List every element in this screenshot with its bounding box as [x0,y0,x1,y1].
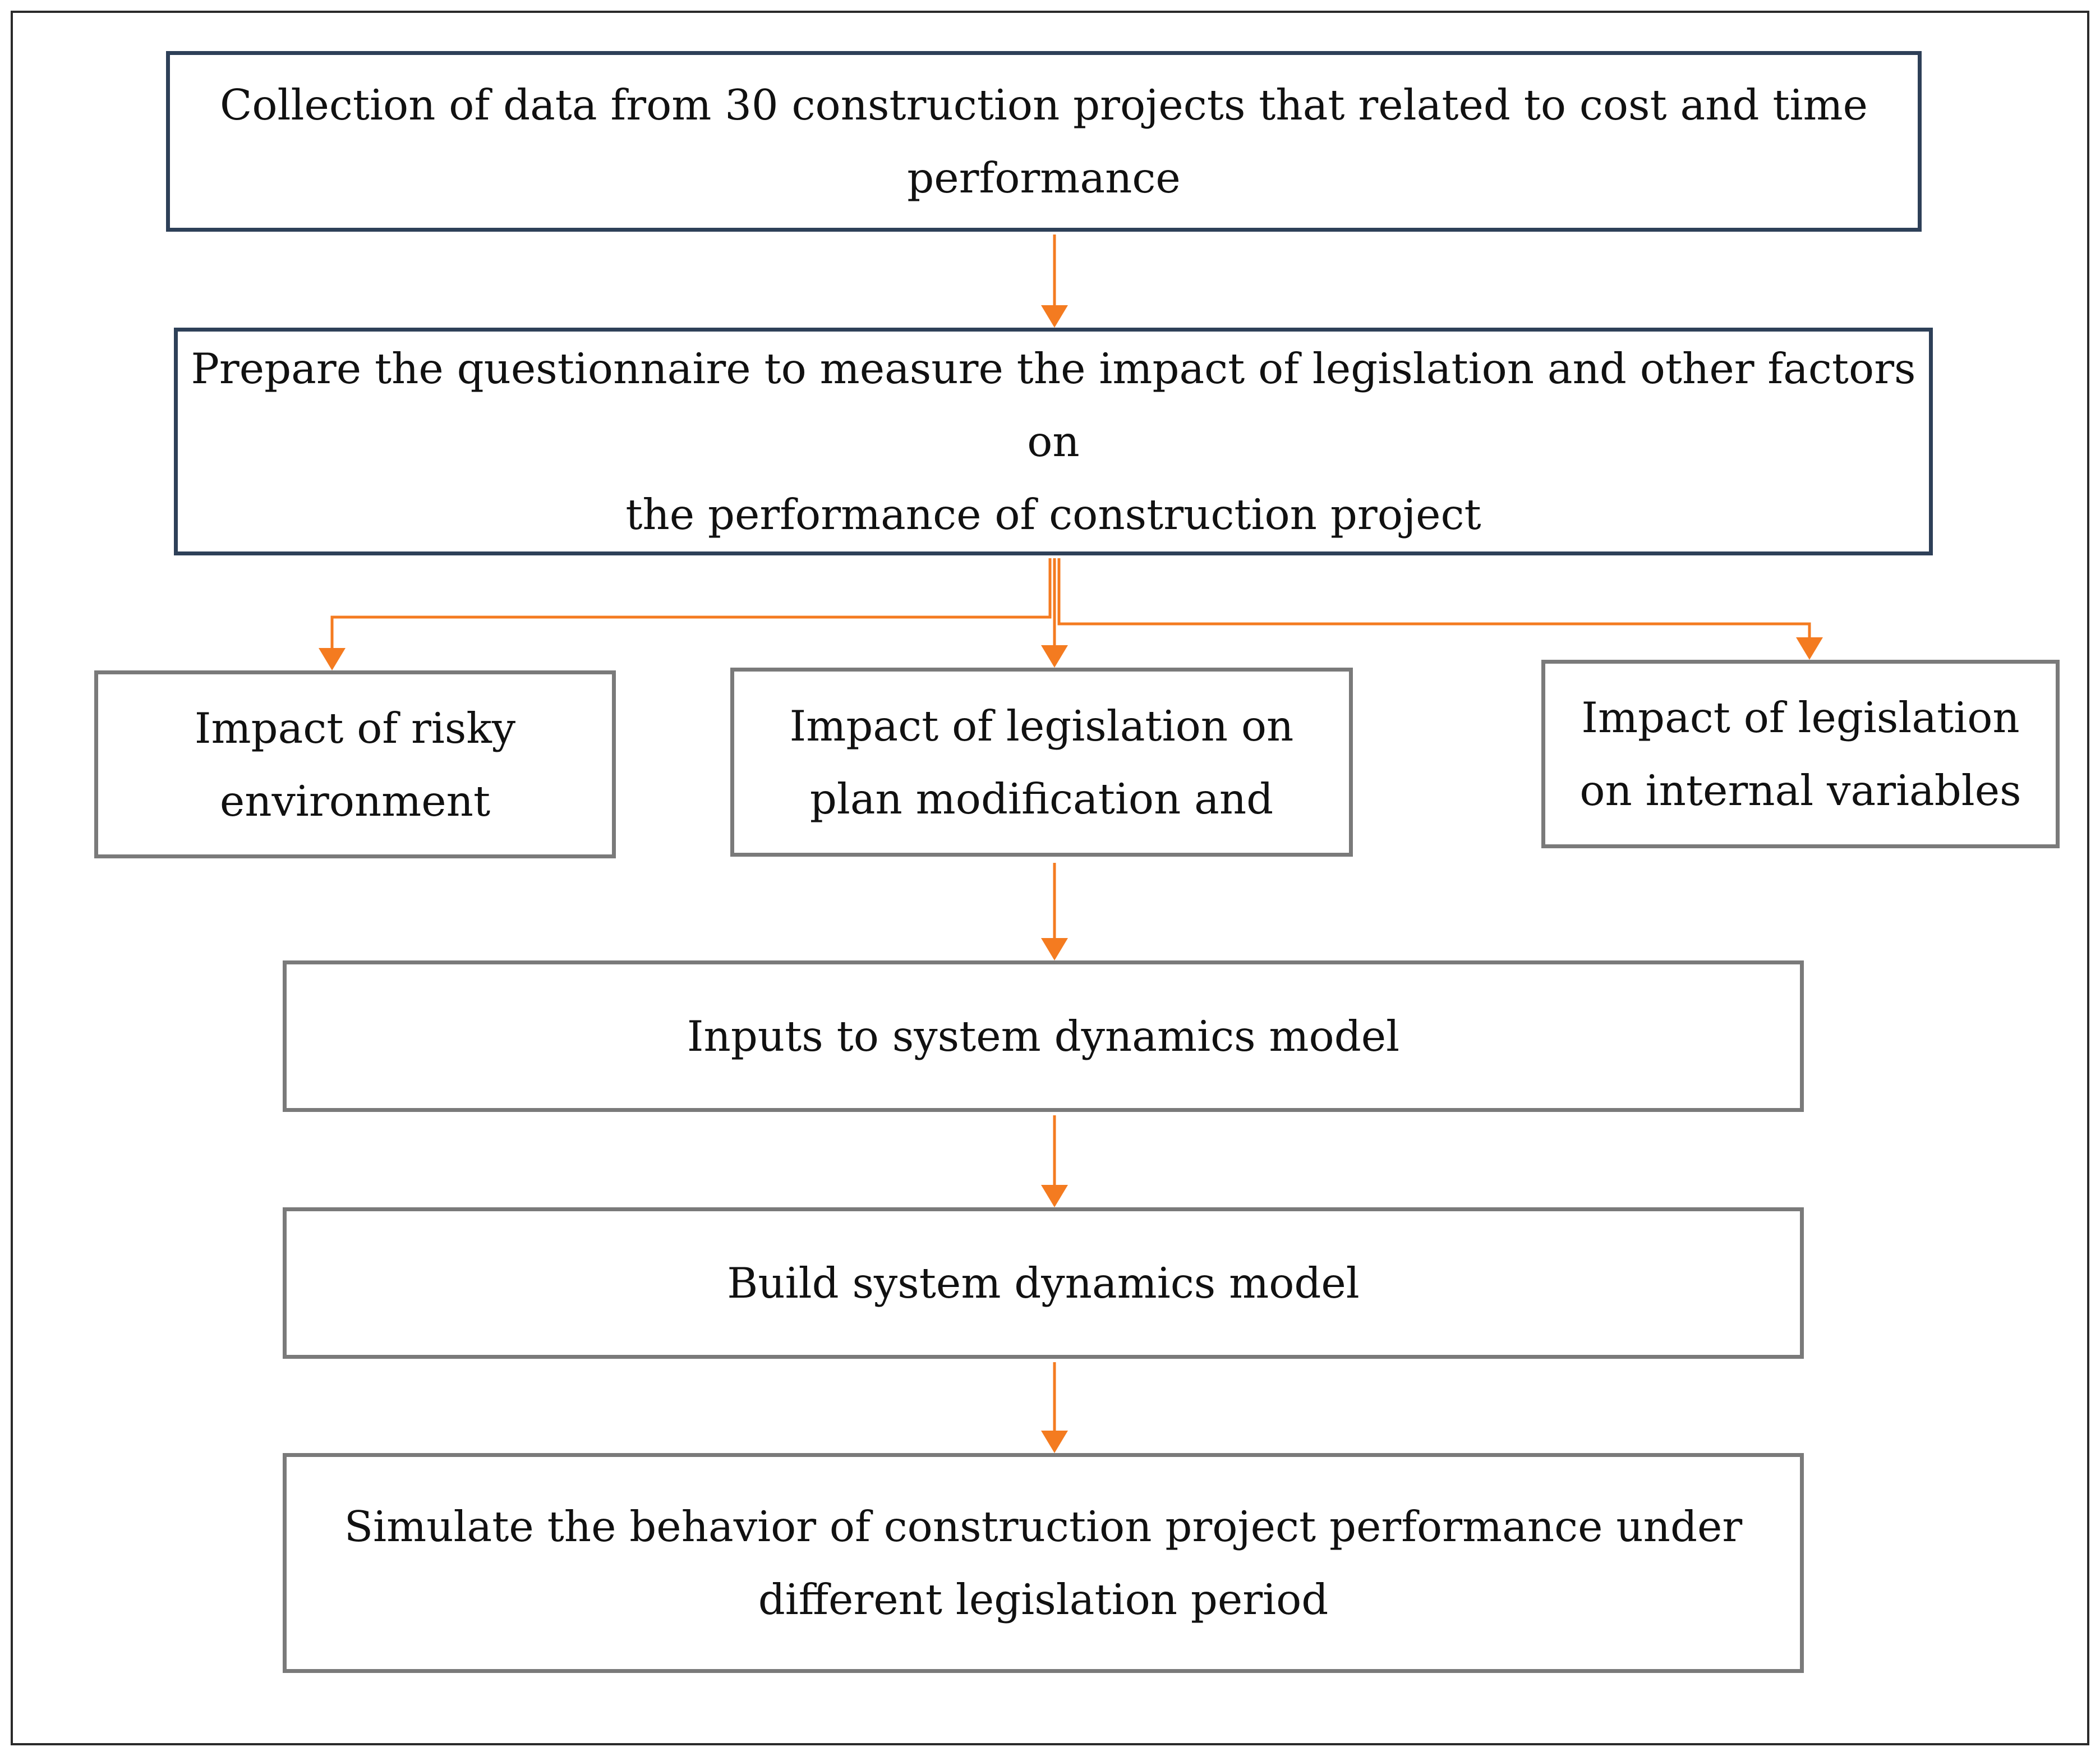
node-data-collection-label: Collection of data from 30 construction … [219,80,1868,203]
connector-line [330,558,1052,650]
node-build-sd-model: Build system dynamics model [283,1207,1804,1359]
arrowhead [319,648,346,670]
node-simulate-behavior: Simulate the behavior of construction pr… [283,1453,1804,1673]
connector-line [1057,558,1811,640]
node-risky-environment: Impact of risky environment [94,670,616,858]
arrowhead [1041,305,1068,328]
node-prepare-questionnaire-label: Prepare the questionnaire to measure the… [191,344,1916,539]
arrowhead [1041,938,1068,960]
connector-n1-n2 [1041,235,1068,328]
node-internal-variables: Impact of legislation on internal variab… [1541,660,2060,848]
node-plan-modification: Impact of legislation on plan modificati… [730,668,1353,857]
node-sd-inputs-label: Inputs to system dynamics model [687,1012,1400,1061]
node-build-sd-model-label: Build system dynamics model [727,1258,1360,1308]
node-simulate-behavior-label: Simulate the behavior of construction pr… [344,1502,1743,1624]
node-data-collection: Collection of data from 30 construction … [166,51,1922,232]
node-plan-modification-label: Impact of legislation on plan modificati… [789,701,1294,824]
node-sd-inputs: Inputs to system dynamics model [283,960,1804,1112]
connector-n7-n8 [1041,1362,1068,1453]
arrowhead [1796,637,1823,660]
node-prepare-questionnaire: Prepare the questionnaire to measure the… [174,328,1933,555]
connector-n4-n6 [1041,863,1068,960]
connector-n2-n3 [319,558,1052,670]
connector-n6-n7 [1041,1115,1068,1207]
connector-n2-n5 [1057,558,1823,660]
arrowhead [1041,645,1068,668]
figure-frame [11,11,2089,1745]
node-risky-environment-label: Impact of risky environment [194,703,516,826]
connector-n2-n4 [1041,558,1068,668]
arrowhead [1041,1185,1068,1207]
node-internal-variables-label: Impact of legislation on internal variab… [1579,693,2021,815]
arrowhead [1041,1431,1068,1453]
